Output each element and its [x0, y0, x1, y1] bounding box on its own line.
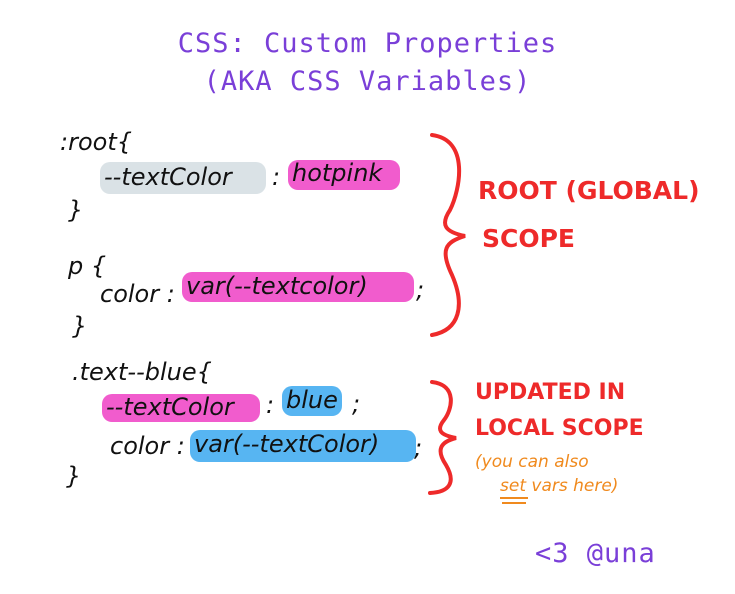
global-scope-label-1: ROOT (GLOBAL)	[478, 176, 700, 205]
code-blue-color-prop: color :	[110, 432, 185, 460]
code-p-semi: ;	[416, 276, 425, 304]
title-line-2: (AKA CSS Variables)	[203, 66, 532, 97]
code-p-open: p {	[68, 252, 107, 280]
code-root-value: hotpink	[292, 159, 383, 187]
pink-highlight	[102, 394, 260, 422]
blue-highlight	[282, 386, 342, 416]
blue-highlight	[190, 430, 416, 462]
gray-highlight	[100, 162, 266, 194]
code-blue-value: blue	[286, 386, 338, 414]
pink-highlight	[288, 160, 400, 190]
local-scope-label-1: UPDATED IN	[475, 380, 626, 405]
code-blue-color-semi: ;	[414, 434, 423, 462]
local-note-set: set	[500, 476, 526, 496]
code-root-prop: --textColor	[104, 163, 232, 191]
local-note-rest: vars here)	[531, 476, 619, 496]
code-root-close: }	[68, 196, 84, 224]
code-blue-open: .text--blue{	[72, 358, 212, 386]
code-root-open: :root{	[60, 128, 132, 156]
pink-highlight	[182, 272, 414, 302]
code-p-prop: color :	[100, 280, 175, 308]
local-note-2: set vars here)	[500, 476, 618, 496]
root-scope-brace	[430, 133, 466, 337]
code-blue-close: }	[66, 462, 82, 490]
local-scope-label-2: LOCAL SCOPE	[475, 416, 644, 441]
local-scope-brace	[428, 380, 457, 495]
code-blue-prop: --textColor	[106, 393, 234, 421]
code-blue-color-value: var(--textColor)	[194, 430, 380, 458]
code-blue-semi: ;	[352, 390, 361, 418]
title-line-1: CSS: Custom Properties	[177, 28, 558, 59]
signature: <3 @una	[535, 538, 656, 569]
code-colon: :	[272, 163, 281, 191]
local-note-1: (you can also	[475, 452, 589, 472]
global-scope-label-2: SCOPE	[482, 224, 576, 253]
code-p-close: }	[72, 312, 88, 340]
code-colon: :	[266, 391, 275, 419]
set-underline	[500, 497, 528, 504]
code-p-value: var(--textcolor)	[186, 272, 368, 300]
